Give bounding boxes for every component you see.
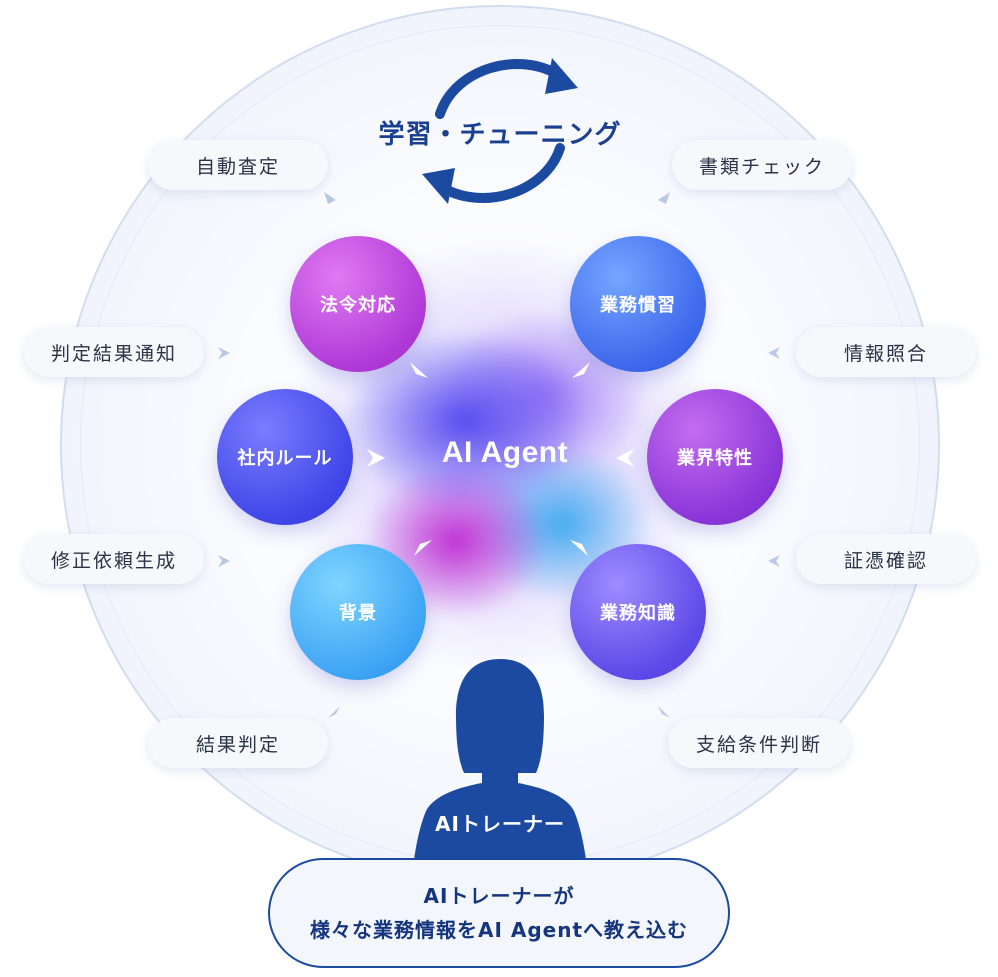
- task-label: 支給条件判断: [695, 733, 822, 756]
- caption-box: AIトレーナーが 様々な業務情報をAI Agentへ教え込む: [268, 858, 730, 968]
- node-label: 社内ルール: [237, 448, 333, 469]
- node-label: 背景: [339, 603, 377, 624]
- triangle-pointer-icon: [616, 449, 634, 467]
- caption-line-1: AIトレーナーが: [423, 884, 575, 908]
- task-shikyu-hantei: 支給条件判断: [668, 718, 850, 768]
- triangle-pointer-icon: [218, 555, 230, 567]
- task-hantei-tsuchi: 判定結果通知: [24, 327, 204, 377]
- task-label: 判定結果通知: [50, 342, 177, 365]
- node-hourei-taiou: 法令対応: [290, 236, 426, 372]
- triangle-pointer-icon: [410, 362, 428, 378]
- cycle-label: 学習・チューニング: [378, 120, 622, 150]
- task-label: 情報照合: [843, 342, 928, 365]
- triangle-pointer-icon: [572, 362, 590, 378]
- task-label: 結果判定: [195, 733, 280, 756]
- triangle-pointer-icon: [768, 347, 780, 359]
- task-label: 自動査定: [195, 155, 280, 178]
- node-label: 業務知識: [600, 603, 676, 624]
- triangle-pointer-icon: [658, 192, 670, 204]
- ai-agent-label: AI Agent: [441, 436, 569, 469]
- node-label: 業界特性: [677, 448, 753, 469]
- task-shorui-check: 書類チェック: [672, 140, 852, 190]
- triangle-pointer-icon: [324, 192, 336, 204]
- task-label: 書類チェック: [698, 155, 825, 178]
- node-label: 法令対応: [320, 295, 396, 316]
- node-gyoumu-kanshu: 業務慣習: [570, 236, 706, 372]
- cycle-arrows-icon: [422, 58, 578, 204]
- triangle-pointer-icon: [218, 347, 230, 359]
- triangle-pointer-icon: [328, 706, 340, 718]
- task-jouhou-shougou: 情報照合: [796, 327, 976, 377]
- triangle-pointer-icon: [367, 449, 385, 467]
- triangle-pointer-icon: [414, 540, 432, 556]
- triangle-pointer-icon: [570, 540, 588, 556]
- triangle-pointer-icon: [768, 555, 780, 567]
- node-gyokai-tokusei: 業界特性: [647, 389, 783, 525]
- trainer-label: AIトレーナー: [435, 812, 565, 836]
- task-label: 証憑確認: [843, 549, 928, 572]
- trainer-silhouette-icon: [414, 659, 586, 860]
- task-kekka-hantei: 結果判定: [148, 718, 328, 768]
- triangle-pointer-icon: [658, 706, 670, 718]
- node-shanai-rule: 社内ルール: [217, 389, 353, 525]
- node-label: 業務慣習: [600, 295, 676, 316]
- task-label: 修正依頼生成: [50, 549, 177, 572]
- task-jidou-satei: 自動査定: [148, 140, 328, 190]
- task-shusei-irai: 修正依頼生成: [24, 534, 204, 584]
- caption-line-2: 様々な業務情報をAI Agentへ教え込む: [309, 918, 689, 942]
- node-gyoumu-chishiki: 業務知識: [570, 544, 706, 680]
- node-haikei: 背景: [290, 544, 426, 680]
- task-shouhyou-kakunin: 証憑確認: [796, 534, 976, 584]
